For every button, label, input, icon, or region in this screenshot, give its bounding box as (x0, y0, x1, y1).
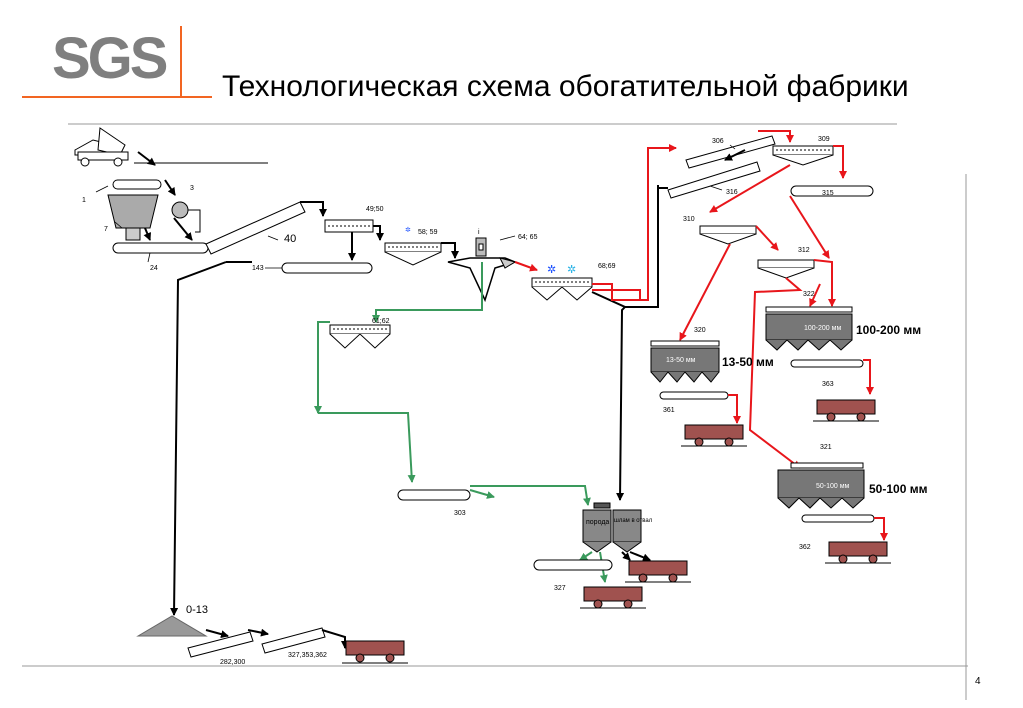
label-0-13: 0-13 (186, 604, 208, 616)
label-68-69: 68;69 (598, 263, 616, 270)
label-322: 322 (803, 291, 815, 298)
page-number: 4 (975, 676, 981, 687)
label-58-59: 58; 59 (418, 229, 438, 236)
conveyor-316 (667, 161, 761, 199)
label-64-65: 64; 65 (518, 234, 538, 241)
label-3: 3 (190, 185, 194, 192)
water-spray-icon-1: ✲ (547, 264, 556, 276)
label-61-62: 61;62 (372, 318, 390, 325)
conveyor-327 (533, 559, 613, 571)
rail-wagon-sludge (625, 560, 691, 583)
fraction-100-200: 100-200 мм (856, 323, 921, 337)
receiving-hopper (107, 194, 159, 229)
logo-divider-vertical (180, 26, 182, 96)
water-spray-icon-2: ✲ (567, 264, 576, 276)
screen-309 (772, 145, 834, 166)
label-327: 327 (554, 585, 566, 592)
rail-wagon-main (342, 640, 408, 664)
rail-wagon-waste (580, 586, 646, 609)
conveyor-143 (281, 262, 373, 274)
label-316: 316 (726, 189, 738, 196)
label-7: 7 (104, 226, 108, 233)
dump-truck-icon (74, 127, 129, 167)
conveyor-feeder (112, 179, 162, 190)
screen-68-69 (531, 277, 593, 301)
bunker-100-200 (765, 306, 864, 368)
stockpile-0-13 (136, 615, 208, 637)
conveyor-303 (397, 489, 471, 501)
bunker-label-13-50: 13-50 мм (666, 357, 696, 364)
label-303: 303 (454, 510, 466, 517)
rail-wagon-100-200 (813, 399, 879, 422)
label-1: 1 (82, 197, 86, 204)
label-49-50: 49;50 (366, 206, 384, 213)
fraction-50-100: 50-100 мм (869, 482, 928, 496)
label-361: 361 (663, 407, 675, 414)
bunker-50-100 (777, 462, 875, 523)
screen-312 (757, 259, 815, 279)
label-309: 309 (818, 136, 830, 143)
label-40: 40 (284, 233, 296, 245)
screen-58-59 (384, 242, 442, 266)
conveyor-40 (205, 201, 306, 255)
conveyor-327-353-362 (261, 627, 326, 654)
label-321: 321 (820, 444, 832, 451)
marker-i: i (478, 229, 480, 236)
rail-wagon-50-100 (825, 541, 891, 564)
slide-title: Технологическая схема обогатительной фаб… (222, 70, 909, 103)
label-24: 24 (150, 265, 158, 272)
logo-divider-horizontal (22, 96, 212, 98)
label-315: 315 (822, 190, 834, 197)
conveyor-306 (685, 135, 776, 169)
bunker-label-100-200: 100-200 мм (804, 325, 841, 332)
conveyor-315 (790, 185, 874, 197)
screen-61-62 (329, 324, 391, 349)
conveyor-282-300 (187, 631, 254, 658)
label-306: 306 (712, 138, 724, 145)
crusher-3 (171, 201, 189, 219)
screen-310 (699, 225, 757, 245)
label-363: 363 (822, 381, 834, 388)
rail-wagon-13-50 (681, 424, 747, 447)
label-312: 312 (798, 247, 810, 254)
label-327-353-362: 327,353,362 (288, 652, 327, 659)
fraction-13-50: 13-50 мм (722, 355, 774, 369)
bunker-13-50 (650, 340, 729, 400)
bunker-label-waste: порода (586, 519, 609, 526)
label-143: 143 (252, 265, 264, 272)
bunker-waste-sludge (582, 502, 642, 553)
bunker-label-sludge: шлам в отвал (614, 518, 653, 524)
water-spray-icon: ✲ (405, 226, 411, 234)
bunker-label-50-100: 50-100 мм (816, 483, 850, 490)
conveyor-24 (112, 242, 209, 254)
sgs-logo: SGS (52, 26, 168, 91)
label-362: 362 (799, 544, 811, 551)
label-310: 310 (683, 216, 695, 223)
label-320: 320 (694, 327, 706, 334)
label-282-300: 282,300 (220, 659, 245, 666)
